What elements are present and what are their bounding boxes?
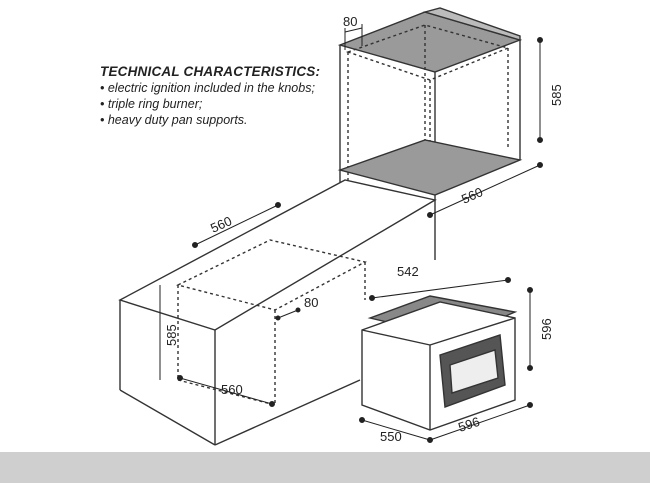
dim-column-depth: 560 [459,184,485,207]
dim-counter-height: 585 [164,324,179,346]
dimension-labels: 80 585 560 560 585 80 560 542 596 596 55… [164,14,564,444]
dim-oven-width: 596 [456,414,481,435]
technical-characteristics: TECHNICAL CHARACTERISTICS: • electric ig… [100,64,320,128]
column-cabinet [337,7,523,200]
dimension-lines [159,24,543,443]
dim-oven-depth: 550 [380,429,402,444]
dim-oven-height: 596 [539,318,554,340]
spec-item: • heavy duty pan supports. [100,113,248,127]
specs-title: TECHNICAL CHARACTERISTICS: [100,64,321,79]
dim-counter-depth: 560 [208,213,234,236]
footer-band [0,452,650,483]
dim-column-vent: 80 [343,14,357,29]
spec-item: • triple ring burner; [100,97,203,111]
dim-oven-top-depth: 542 [397,264,419,279]
dim-counter-vent: 80 [304,295,318,310]
dim-column-height: 585 [549,84,564,106]
oven [361,295,518,431]
dim-counter-width: 560 [221,382,243,397]
spec-item: • electric ignition included in the knob… [100,81,315,95]
counter-cabinet [118,179,437,446]
